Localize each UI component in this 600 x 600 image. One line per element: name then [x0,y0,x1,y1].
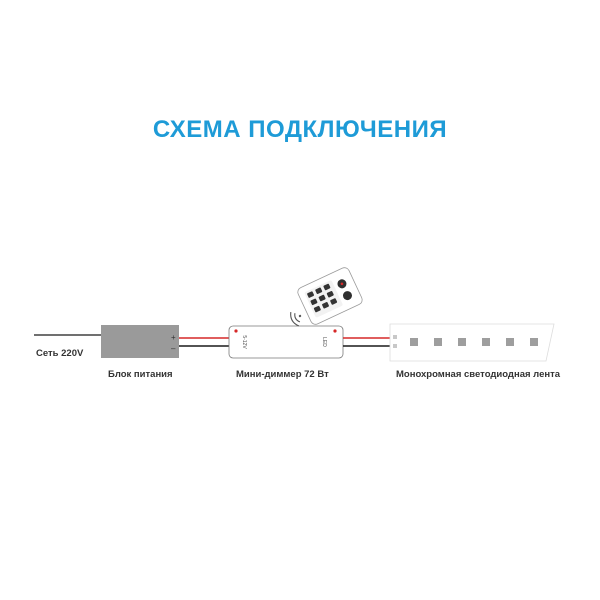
power-supply-label: Блок питания [108,369,173,380]
remote-button [323,283,331,291]
remote-button [318,294,326,302]
led-strip [389,323,555,362]
remote-button [310,298,318,306]
remote-button [326,291,334,298]
remote-button [330,298,338,305]
dimmer-input-marking: 5-12V [241,335,247,349]
led-chip [506,338,514,346]
mini-dimmer [228,325,344,359]
remote-control-icon [297,267,363,325]
dimmer-output-marking: LED [321,337,327,347]
led-chip [434,338,442,346]
psu-plus-terminal: + [171,333,176,342]
led-chip [482,338,490,346]
wireless-signal-icon [290,312,302,327]
strip-solder-pad [393,344,397,348]
remote-button [313,305,321,313]
diagram-title: СХЕМА ПОДКЛЮЧЕНИЯ [152,116,448,143]
dimmer-led-indicator [234,329,238,333]
led-strip-label: Монохромная светодиодная лента [396,369,561,380]
strip-solder-pad [393,335,397,339]
led-chip [410,338,418,346]
led-chip [458,338,466,346]
mains-label: Сеть 220V [36,348,84,359]
power-supply-unit [101,325,179,358]
remote-button [307,291,315,298]
dimmer-led-indicator [333,329,337,333]
remote-button [322,302,329,309]
remote-button [315,287,323,294]
psu-minus-terminal: – [171,344,176,353]
led-chip [530,338,538,346]
dimmer-label: Мини-диммер 72 Вт [236,369,329,380]
